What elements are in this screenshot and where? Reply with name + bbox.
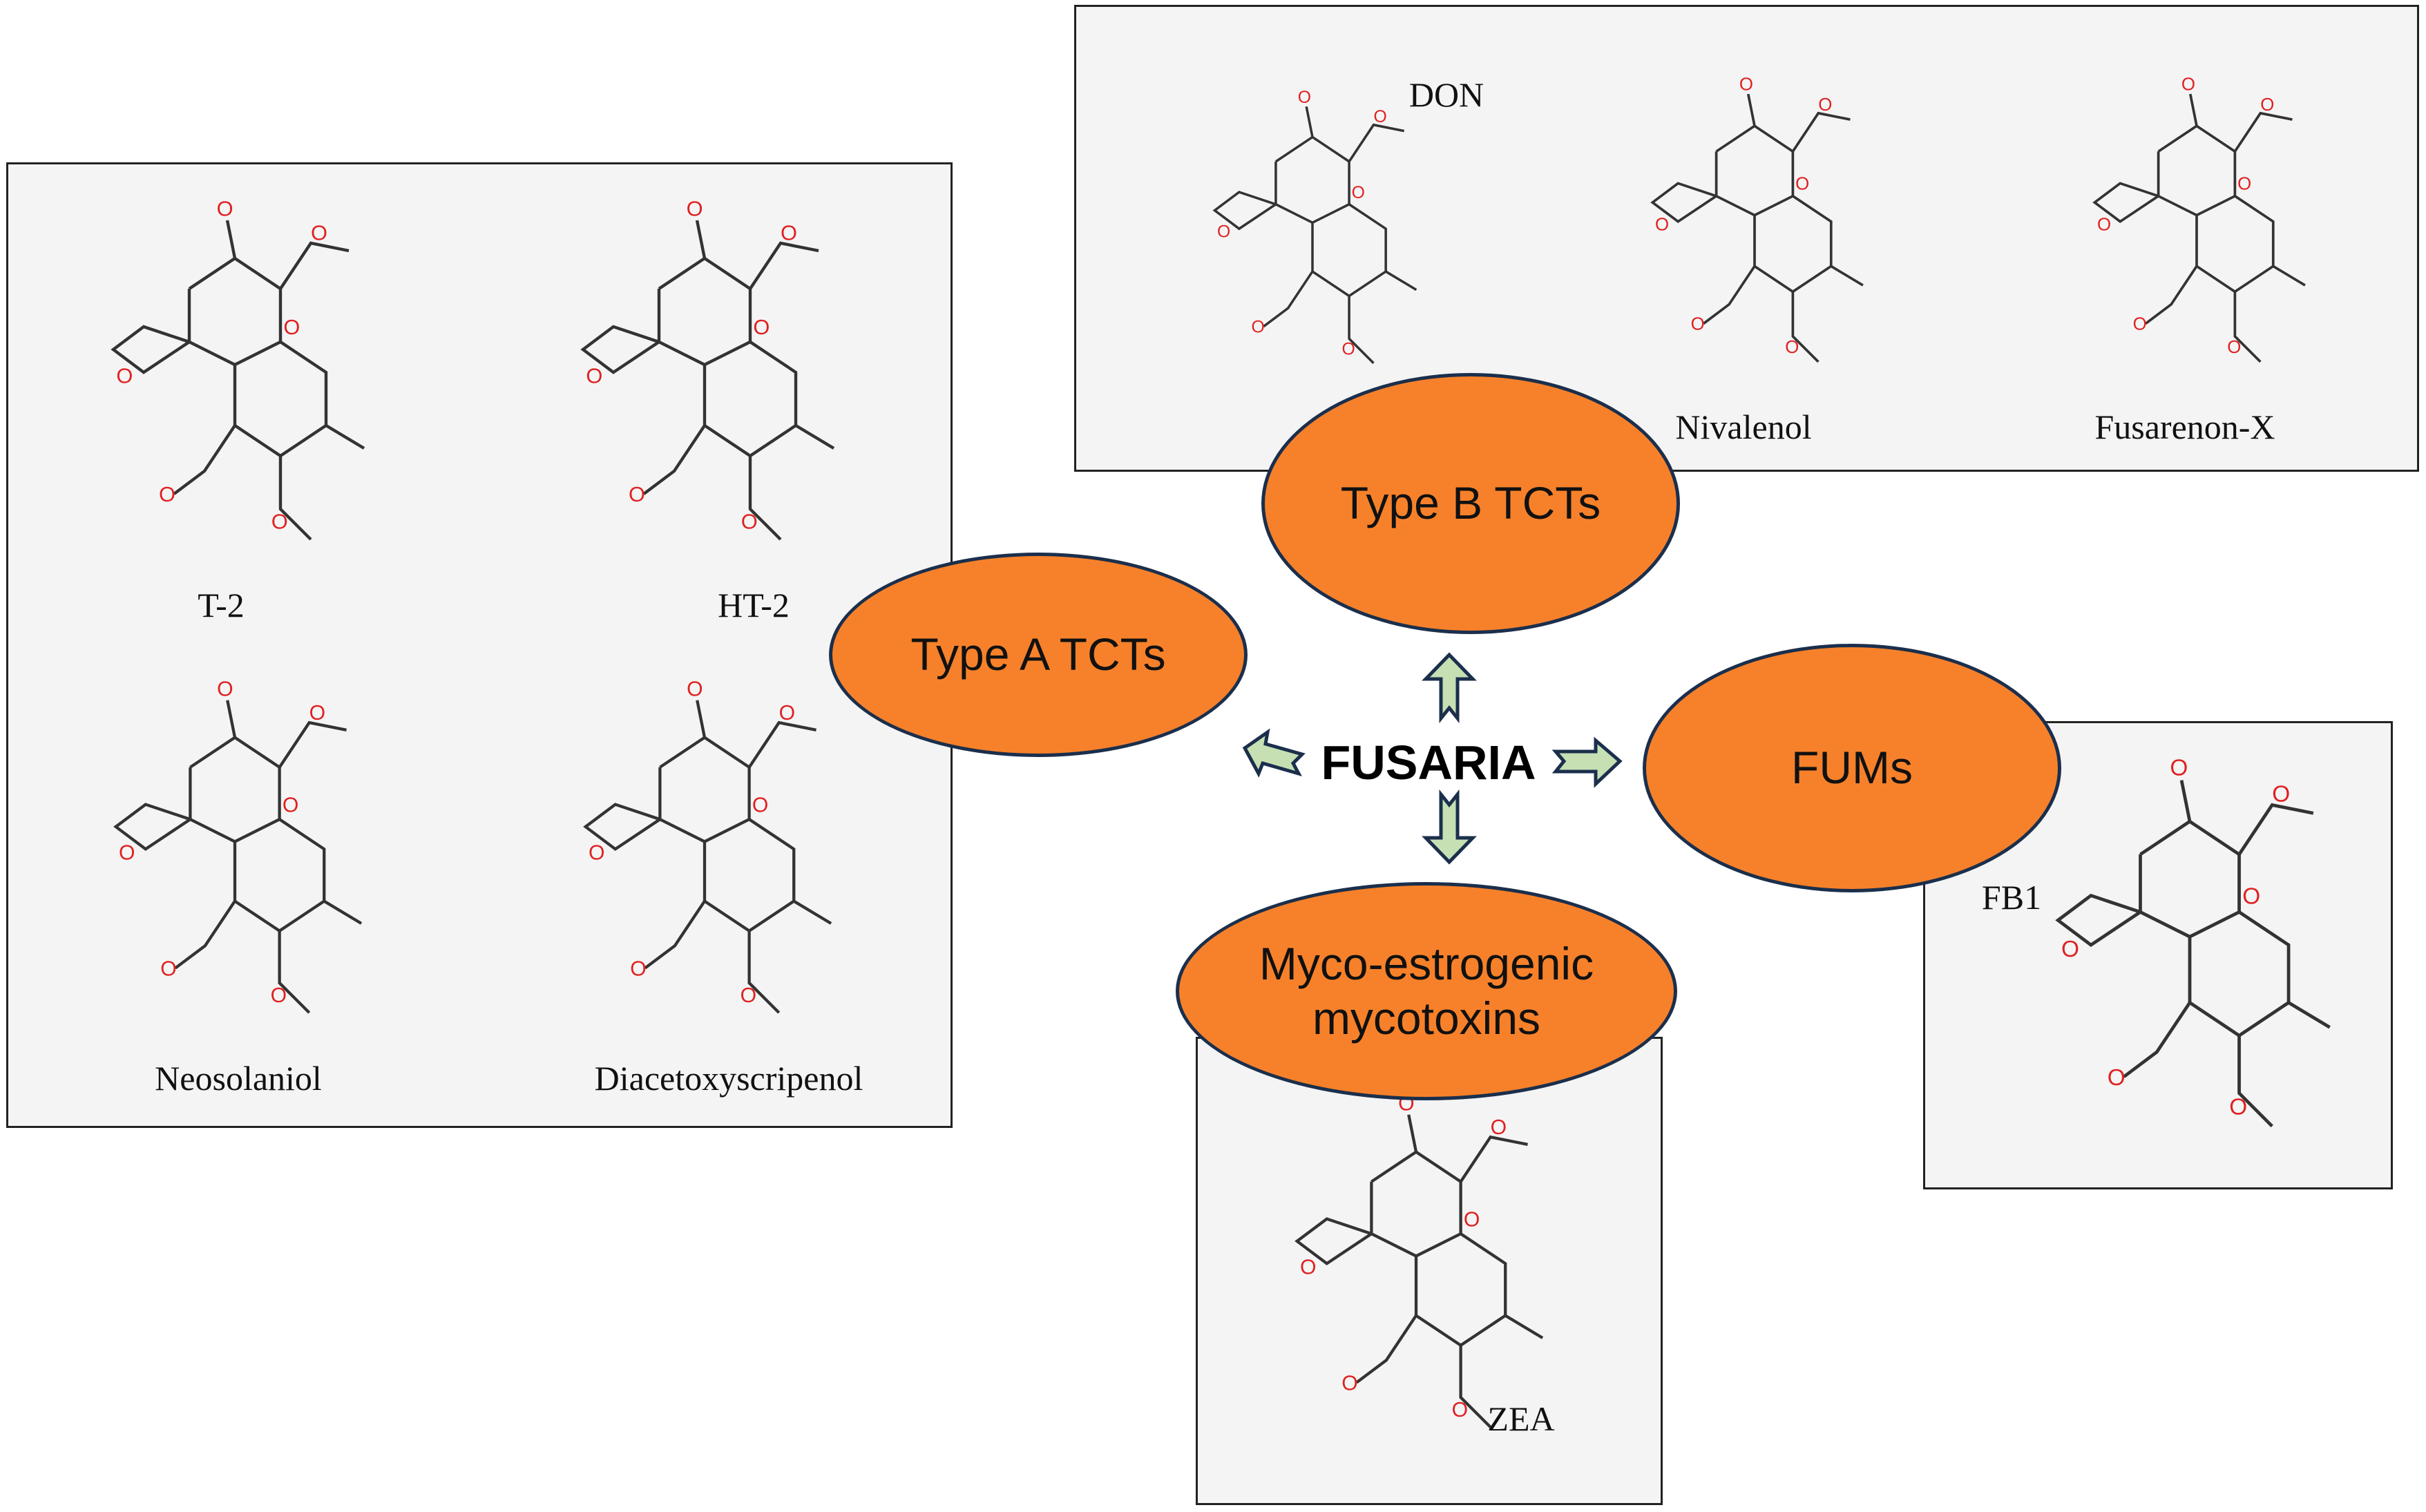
svg-text:O: O bbox=[2229, 1095, 2247, 1120]
molecule-sketch: O O O O O O bbox=[113, 678, 363, 1014]
svg-text:O: O bbox=[1300, 1256, 1316, 1279]
type-a-tcts-label: Type A TCTs bbox=[910, 629, 1166, 680]
svg-text:O: O bbox=[2133, 315, 2147, 334]
svg-text:O: O bbox=[687, 196, 703, 220]
t2-structure: O O O O O O bbox=[83, 180, 387, 580]
compound-label-zea: ZEA bbox=[1487, 1399, 1555, 1438]
molecule-sketch: O O O O O O bbox=[1212, 88, 1417, 365]
neosolaniol-structure: O O O O O O bbox=[83, 663, 387, 1050]
molecule-sketch: O O O O O O bbox=[580, 196, 835, 541]
svg-text:O: O bbox=[589, 841, 604, 864]
ht2-structure: O O O O O O bbox=[553, 180, 857, 580]
don-structure: O O O O O O bbox=[1161, 76, 1464, 394]
svg-text:O: O bbox=[2237, 175, 2251, 194]
svg-text:O: O bbox=[119, 841, 135, 864]
svg-text:O: O bbox=[1739, 75, 1753, 95]
svg-text:O: O bbox=[586, 363, 602, 387]
svg-text:O: O bbox=[2227, 338, 2241, 357]
svg-text:O: O bbox=[1298, 88, 1311, 107]
svg-text:O: O bbox=[1464, 1208, 1480, 1231]
svg-text:O: O bbox=[741, 510, 758, 534]
svg-text:O: O bbox=[1373, 108, 1386, 126]
fb1-structure: O O O O O O bbox=[2003, 739, 2376, 1167]
svg-text:O: O bbox=[1252, 318, 1265, 337]
svg-text:O: O bbox=[160, 957, 176, 980]
svg-text:O: O bbox=[781, 221, 797, 245]
myco-label-line1: Myco-estrogenic bbox=[1259, 937, 1594, 989]
fusarenon-x-structure: O O O O O O bbox=[2045, 62, 2349, 394]
svg-text:O: O bbox=[1655, 216, 1669, 235]
arrow-left-icon bbox=[1242, 728, 1306, 778]
compound-label-don: DON bbox=[1408, 75, 1484, 114]
svg-text:O: O bbox=[159, 482, 175, 506]
molecule-sketch: O O O O O O bbox=[2055, 755, 2331, 1128]
svg-text:O: O bbox=[2170, 755, 2188, 781]
svg-text:O: O bbox=[217, 196, 233, 220]
compound-label-diacetoxyscripenol: Diacetoxyscripenol bbox=[594, 1059, 863, 1098]
svg-text:O: O bbox=[629, 482, 645, 506]
svg-text:O: O bbox=[741, 984, 756, 1007]
svg-text:O: O bbox=[630, 957, 646, 980]
svg-text:O: O bbox=[1795, 175, 1809, 194]
svg-text:O: O bbox=[1491, 1116, 1507, 1139]
svg-text:O: O bbox=[2272, 782, 2290, 807]
molecule-sketch: O O O O O O bbox=[1650, 75, 1864, 363]
molecule-sketch: O O O O O O bbox=[111, 196, 365, 541]
svg-text:O: O bbox=[2108, 1065, 2126, 1091]
fums-node: FUMs bbox=[1643, 644, 2061, 892]
svg-text:O: O bbox=[1691, 315, 1705, 334]
svg-text:O: O bbox=[753, 315, 770, 339]
svg-text:O: O bbox=[283, 315, 300, 339]
svg-text:O: O bbox=[1217, 223, 1230, 242]
svg-text:O: O bbox=[2181, 75, 2195, 95]
svg-text:O: O bbox=[116, 363, 133, 387]
arrow-down-icon bbox=[1422, 789, 1477, 865]
svg-text:O: O bbox=[779, 702, 795, 725]
zea-structure-panel bbox=[1196, 1037, 1663, 1505]
compound-label-t2: T-2 bbox=[198, 586, 245, 624]
molecule-sketch: O O O O O O bbox=[2092, 75, 2306, 363]
svg-text:O: O bbox=[2097, 216, 2111, 235]
compound-label-fb1: FB1 bbox=[1981, 878, 2042, 917]
type-a-structures-panel bbox=[6, 162, 953, 1128]
svg-text:O: O bbox=[2242, 883, 2260, 909]
svg-text:O: O bbox=[752, 794, 768, 816]
svg-text:O: O bbox=[1452, 1399, 1468, 1422]
arrow-up-icon bbox=[1422, 652, 1477, 724]
svg-text:O: O bbox=[1341, 1372, 1357, 1395]
svg-text:O: O bbox=[217, 678, 233, 700]
svg-text:O: O bbox=[311, 221, 327, 245]
myco-label-line2: mycotoxins bbox=[1312, 993, 1541, 1044]
svg-text:O: O bbox=[1785, 338, 1799, 357]
compound-label-ht2: HT-2 bbox=[718, 586, 790, 624]
svg-text:O: O bbox=[2260, 95, 2274, 115]
compound-label-fusarenon-x: Fusarenon-X bbox=[2094, 408, 2275, 446]
compound-label-neosolaniol: Neosolaniol bbox=[155, 1059, 322, 1098]
svg-text:O: O bbox=[309, 702, 325, 725]
diacetoxyscripenol-structure: O O O O O O bbox=[553, 663, 857, 1050]
svg-text:O: O bbox=[1341, 340, 1355, 358]
molecule-sketch: O O O O O O bbox=[583, 678, 832, 1014]
fums-label: FUMs bbox=[1791, 742, 1913, 794]
type-a-tcts-node: Type A TCTs bbox=[829, 553, 1248, 757]
type-b-tcts-label: Type B TCTs bbox=[1340, 477, 1601, 529]
svg-text:O: O bbox=[1352, 184, 1365, 202]
svg-text:O: O bbox=[1818, 95, 1832, 115]
compound-label-nivalenol: Nivalenol bbox=[1675, 408, 1812, 446]
svg-text:O: O bbox=[2061, 937, 2079, 962]
type-b-structures-panel bbox=[1074, 5, 2419, 472]
svg-text:O: O bbox=[271, 984, 287, 1007]
svg-text:O: O bbox=[687, 678, 703, 700]
svg-text:O: O bbox=[283, 794, 298, 816]
fusaria-center-label: FUSARIA bbox=[1321, 736, 1536, 790]
type-b-tcts-node: Type B TCTs bbox=[1261, 373, 1680, 634]
svg-text:O: O bbox=[271, 510, 288, 534]
arrow-right-icon bbox=[1551, 736, 1623, 788]
nivalenol-structure: O O O O O O bbox=[1603, 62, 1907, 394]
